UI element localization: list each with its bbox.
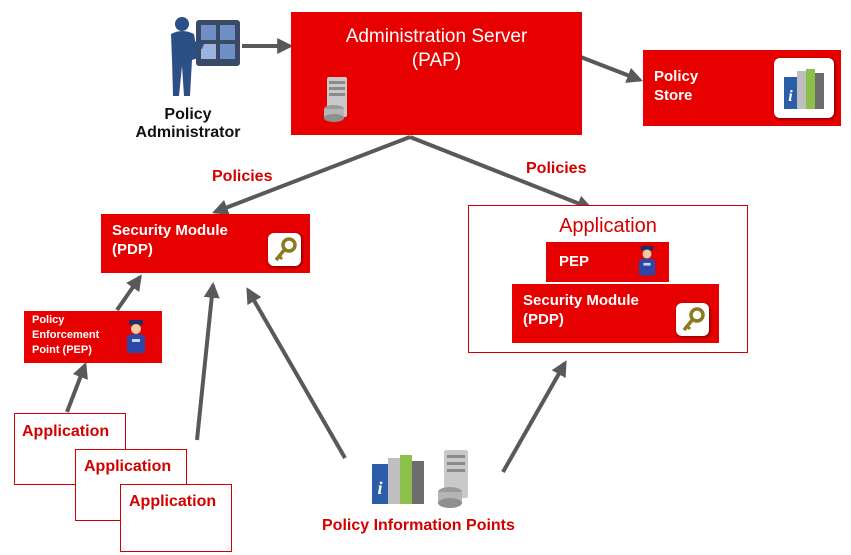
policy-administrator-label: Policy Administrator: [124, 106, 252, 142]
security-module-left-label: Security Module (PDP): [112, 221, 228, 259]
svg-text:i: i: [377, 478, 382, 498]
arrow-pep-to-sm: [115, 274, 142, 312]
administration-server-title: Administration Server (PAP): [291, 25, 582, 73]
arrow-app2-to-sm: [195, 281, 220, 441]
policy-store-box: Policy Store i: [643, 50, 841, 126]
security-module-right-label: Security Module (PDP): [523, 291, 639, 329]
administration-server-line1: Administration Server: [345, 26, 528, 47]
pep-right-box: PEP: [546, 242, 669, 282]
application-box-3-label: Application: [129, 493, 217, 510]
pep-right-label: PEP: [559, 253, 590, 270]
policy-store-line2: Store: [654, 87, 693, 104]
pep-left-line3: Point (PEP): [32, 344, 92, 356]
application-box-1-label: Application: [22, 423, 110, 440]
arrow-app-to-pep: [65, 362, 88, 413]
administration-server-box: Administration Server (PAP): [291, 12, 582, 135]
arrow-server-to-sm-left: [212, 135, 411, 215]
server-icon: [321, 75, 353, 128]
policy-administrator-line2: Administrator: [135, 124, 241, 141]
key-icon: [268, 233, 301, 266]
security-module-left-box: Security Module (PDP): [101, 214, 310, 273]
pip-books-icon: i: [370, 452, 432, 511]
pep-left-line2: Enforcement: [32, 329, 100, 341]
policy-information-points-label: Policy Information Points: [322, 517, 515, 534]
pep-left-line1: Policy: [32, 314, 65, 326]
administration-server-line2: (PAP): [411, 50, 462, 71]
key-icon-right: [676, 303, 709, 336]
info-books-icon: i: [774, 58, 834, 118]
policy-store-line1: Policy: [654, 68, 699, 85]
policy-administrator-line1: Policy: [164, 106, 212, 123]
pep-left-box: Policy Enforcement Point (PEP): [24, 311, 162, 363]
arrow-pip-to-sm: [246, 287, 347, 460]
security-module-left-line1: Security Module: [112, 222, 228, 239]
guard-icon: [124, 319, 148, 362]
policies-label-right: Policies: [526, 160, 587, 177]
application-container-title: Application: [559, 215, 657, 237]
svg-text:i: i: [788, 88, 793, 105]
policies-label-left: Policies: [212, 168, 273, 185]
pep-left-label: Policy Enforcement Point (PEP): [32, 313, 99, 358]
application-box-3: Application: [120, 484, 232, 552]
security-module-left-line2: (PDP): [112, 241, 153, 258]
administrator-icon: [168, 14, 242, 98]
arrow-pip-to-app: [501, 360, 567, 473]
arrow-server-to-app: [409, 135, 593, 211]
security-module-right-line1: Security Module: [523, 292, 639, 309]
servers-icon: [436, 448, 472, 515]
policy-store-label: Policy Store: [654, 67, 698, 105]
application-box-2-label: Application: [84, 458, 172, 475]
guard-icon-right: [636, 245, 658, 284]
security-module-right-box: Security Module (PDP): [512, 284, 719, 343]
security-module-right-line2: (PDP): [523, 311, 564, 328]
